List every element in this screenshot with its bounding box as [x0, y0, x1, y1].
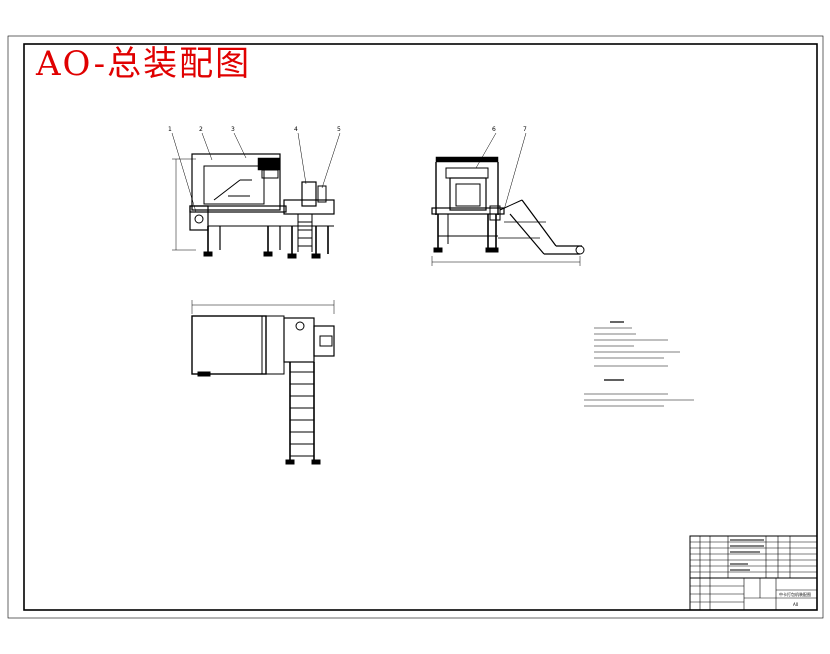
front-leaders — [171, 132, 341, 213]
balloon-4: 4 — [294, 126, 298, 133]
drawing-name: 中卡打包机装配图 — [779, 591, 811, 597]
technical-notes — [584, 321, 694, 407]
balloon-3: 3 — [231, 126, 235, 133]
front-view — [172, 153, 335, 259]
balloon-5: 5 — [337, 126, 341, 133]
balloon-1: 1 — [168, 126, 172, 133]
top-view — [191, 300, 335, 465]
drawing-title: AO-总装配图 — [36, 44, 252, 84]
inner-border — [23, 43, 818, 611]
balloon-6: 6 — [492, 126, 496, 133]
side-leaders — [475, 132, 527, 211]
title-block — [689, 535, 818, 611]
balloon-7: 7 — [523, 126, 527, 133]
balloon-2: 2 — [199, 126, 203, 133]
outer-border — [7, 35, 824, 619]
side-view — [431, 156, 585, 266]
sheet-size: A0 — [793, 602, 799, 607]
